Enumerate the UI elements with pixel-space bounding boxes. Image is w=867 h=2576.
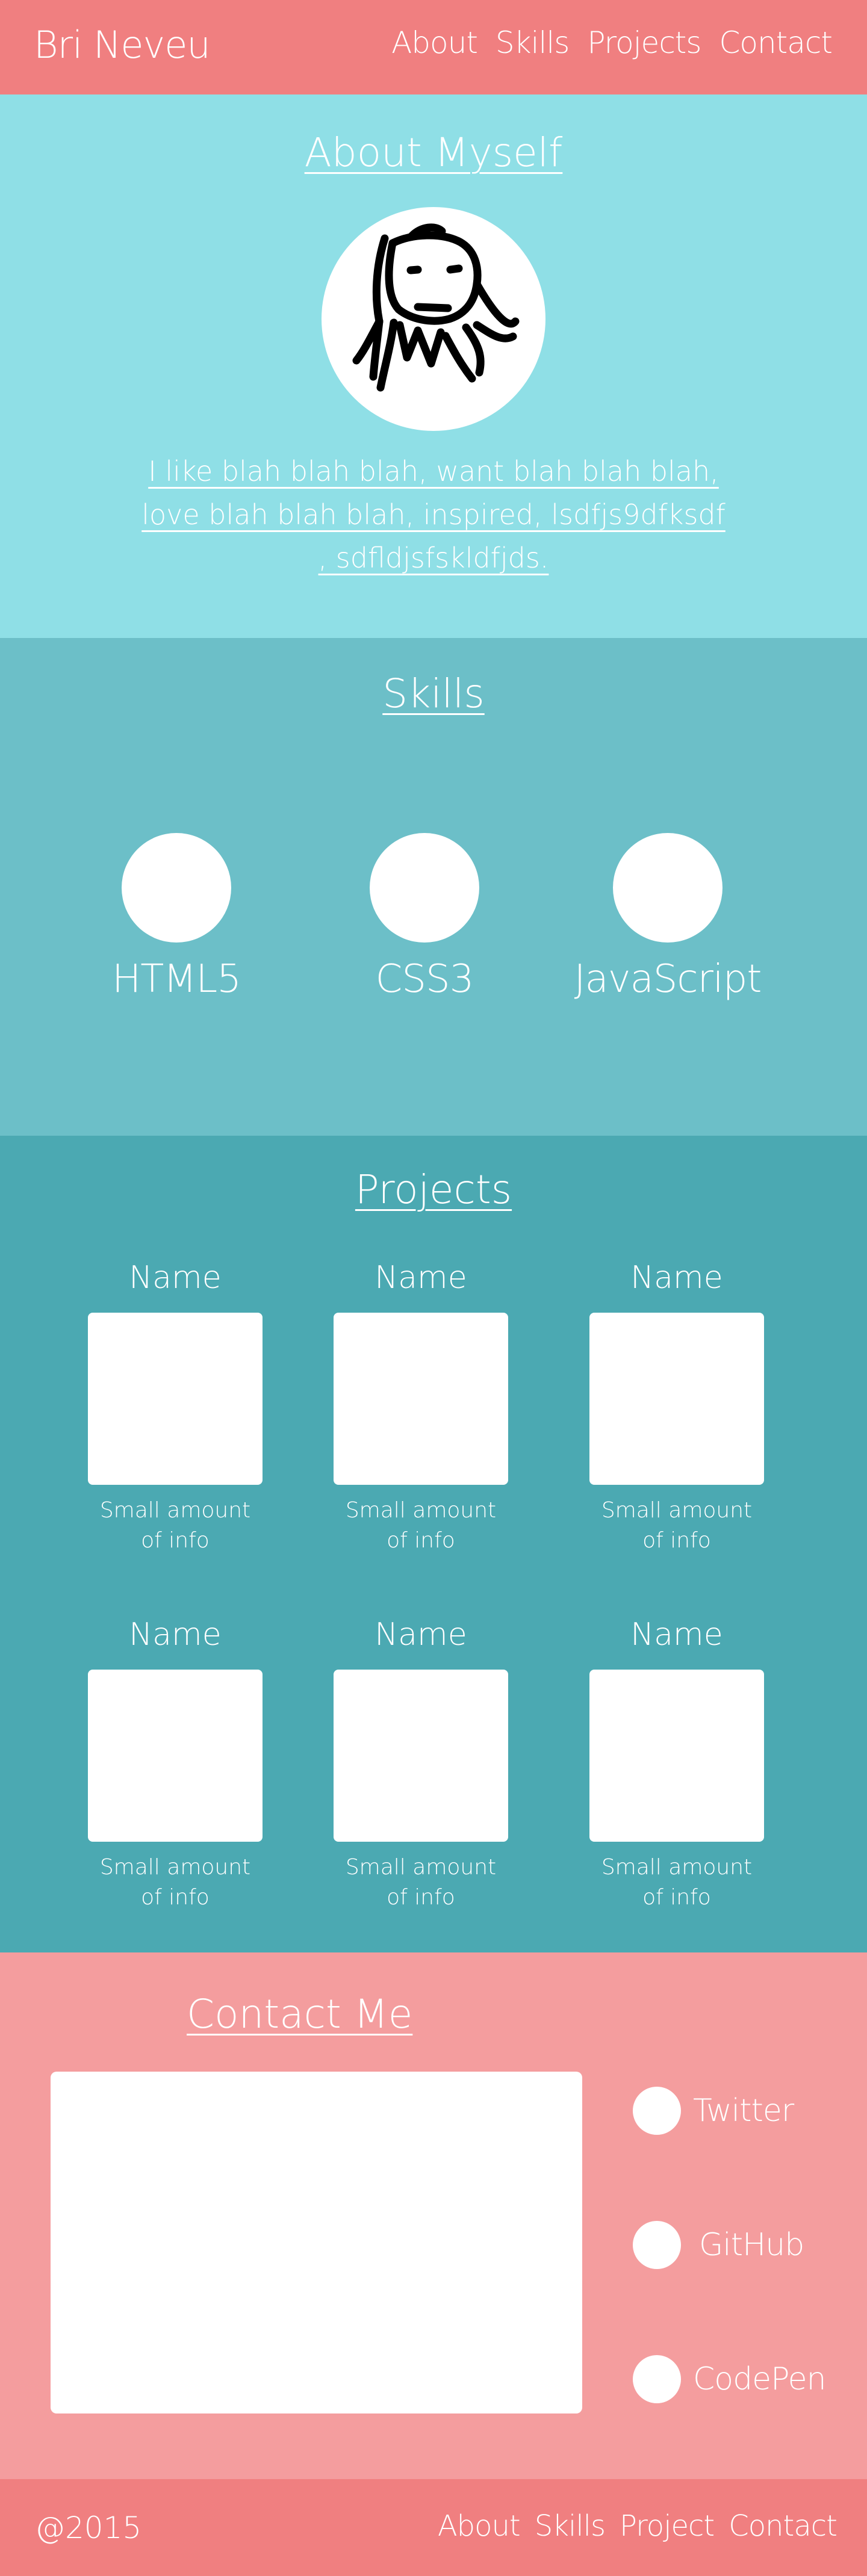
projects-title: Projects <box>355 1166 512 1213</box>
project-info: Small amount of info <box>345 1855 497 1910</box>
project-info: Small amount of info <box>99 1498 251 1553</box>
skill-css3: CSS3 <box>298 833 551 1002</box>
social-twitter[interactable]: Twitter <box>633 2087 794 2135</box>
codepen-icon[interactable] <box>633 2355 681 2403</box>
project-name: Name <box>630 1260 723 1296</box>
project-thumbnail[interactable] <box>334 1313 508 1485</box>
about-text: I like blah blah blah, want blah blah bl… <box>141 455 726 574</box>
main-nav: About Skills Projects Contact <box>391 25 833 60</box>
project-thumbnail[interactable] <box>334 1670 508 1842</box>
contact-section: Contact Me Twitter GitHub CodePen <box>0 1952 867 2479</box>
footer: @2015 About Skills Project Contact <box>0 2479 867 2576</box>
projects-section: Projects Name Small amount of info Name … <box>0 1136 867 1952</box>
skill-label: JavaScript <box>574 957 762 1002</box>
footer-nav: About Skills Project Contact <box>438 2509 837 2543</box>
avatar <box>322 207 545 431</box>
github-icon[interactable] <box>633 2221 681 2269</box>
project-card[interactable]: Name Small amount of info <box>88 1260 263 1556</box>
copyright: @2015 <box>35 2510 142 2545</box>
contact-title: Contact Me <box>187 1991 413 2037</box>
nav-skills[interactable]: Skills <box>495 25 570 60</box>
project-card[interactable]: Name Small amount of info <box>334 1617 508 1913</box>
footer-link-about[interactable]: About <box>437 2509 521 2543</box>
circle-icon <box>613 833 722 943</box>
project-name: Name <box>129 1260 222 1296</box>
circle-icon <box>370 833 479 943</box>
project-name: Name <box>374 1617 467 1653</box>
project-thumbnail[interactable] <box>88 1313 263 1485</box>
project-info: Small amount of info <box>601 1855 753 1910</box>
contact-message-input[interactable] <box>51 2072 582 2413</box>
project-card[interactable]: Name Small amount of info <box>334 1260 508 1556</box>
project-info: Small amount of info <box>345 1498 497 1553</box>
project-info: Small amount of info <box>99 1855 251 1910</box>
project-card[interactable]: Name Small amount of info <box>589 1260 764 1556</box>
footer-link-contact[interactable]: Contact <box>729 2509 837 2543</box>
about-title: About Myself <box>304 129 563 176</box>
nav-projects[interactable]: Projects <box>587 25 701 60</box>
skill-javascript: JavaScript <box>541 833 794 1002</box>
project-name: Name <box>374 1260 467 1296</box>
skills-section: Skills HTML5 CSS3 JavaScript <box>0 638 867 1136</box>
project-name: Name <box>129 1617 222 1653</box>
skill-html5: HTML5 <box>50 833 303 1002</box>
project-name: Name <box>630 1617 723 1653</box>
project-thumbnail[interactable] <box>88 1670 263 1842</box>
project-info: Small amount of info <box>601 1498 753 1553</box>
social-label-twitter[interactable]: Twitter <box>693 2093 794 2129</box>
footer-link-project[interactable]: Project <box>620 2509 715 2543</box>
project-thumbnail[interactable] <box>589 1670 764 1842</box>
social-github[interactable]: GitHub <box>633 2221 804 2269</box>
brand-logo[interactable]: Bri Neveu <box>34 23 211 67</box>
project-card[interactable]: Name Small amount of info <box>88 1617 263 1913</box>
header: Bri Neveu About Skills Projects Contact <box>0 0 867 94</box>
social-label-github[interactable]: GitHub <box>699 2227 804 2263</box>
about-section: About Myself I like blah blah blah, want <box>0 94 867 638</box>
skill-label: CSS3 <box>375 957 474 1002</box>
skill-label: HTML5 <box>112 957 241 1002</box>
twitter-icon[interactable] <box>633 2087 681 2135</box>
project-card[interactable]: Name Small amount of info <box>589 1617 764 1913</box>
social-label-codepen[interactable]: CodePen <box>693 2361 827 2397</box>
project-thumbnail[interactable] <box>589 1313 764 1485</box>
nav-about[interactable]: About <box>391 25 478 60</box>
social-codepen[interactable]: CodePen <box>633 2355 827 2403</box>
footer-link-skills[interactable]: Skills <box>534 2509 606 2543</box>
hand-drawn-face-avatar-icon <box>352 223 520 392</box>
circle-icon <box>122 833 231 943</box>
skills-title: Skills <box>382 670 485 717</box>
nav-contact[interactable]: Contact <box>719 25 833 60</box>
